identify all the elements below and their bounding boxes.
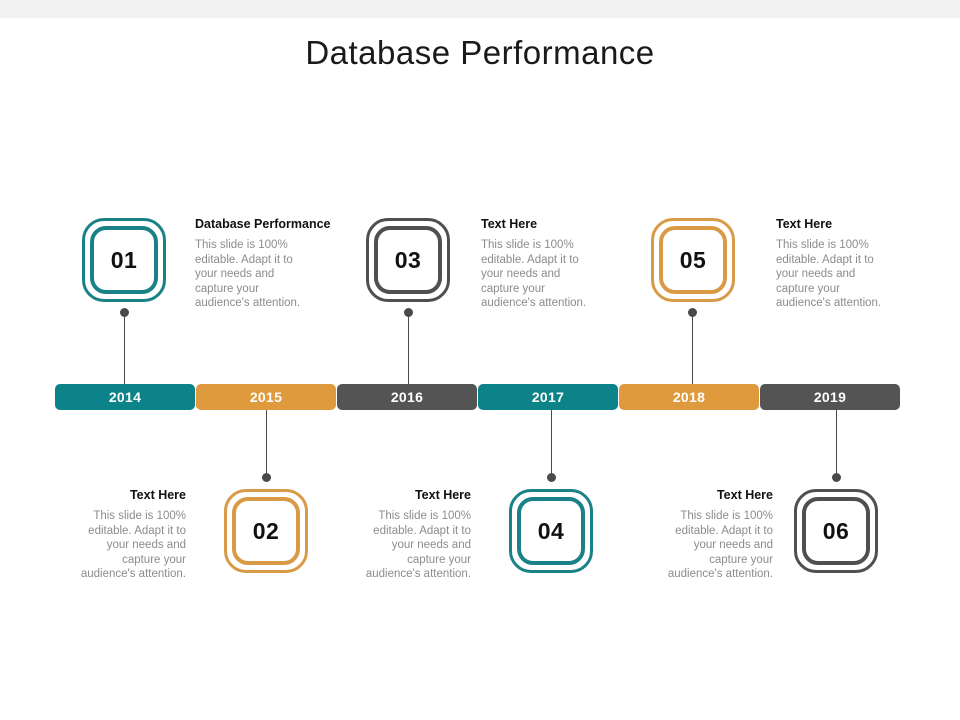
text-block-heading-05: Text Here (776, 217, 833, 231)
connector-line-02 (266, 410, 267, 475)
connector-dot-01 (120, 308, 129, 317)
number-badge-06[interactable]: 06 (794, 489, 878, 573)
connector-line-03 (408, 314, 409, 386)
badge-ring-inner-02 (232, 497, 300, 565)
badge-ring-inner-04 (517, 497, 585, 565)
connector-line-04 (551, 410, 552, 475)
page-title: Database Performance (305, 34, 655, 71)
text-block-body-03: This slide is 100% editable. Adapt it to… (481, 239, 587, 309)
text-block-body-02: This slide is 100% editable. Adapt it to… (80, 510, 186, 580)
text-block-05: Text Here This slide is 100% editable. A… (776, 217, 894, 311)
number-badge-01[interactable]: 01 (82, 218, 166, 302)
badge-ring-inner-05 (659, 226, 727, 294)
connector-dot-02 (262, 473, 271, 482)
text-block-01: Database Performance This slide is 100% … (195, 217, 331, 311)
badge-ring-inner-06 (802, 497, 870, 565)
connector-line-05 (692, 314, 693, 386)
number-badge-03[interactable]: 03 (366, 218, 450, 302)
badge-number-label-01: 01 (110, 246, 138, 273)
year-bar-2015[interactable]: 2015 (196, 384, 336, 410)
badge-number-label-05: 05 (679, 246, 707, 273)
number-badge-05[interactable]: 05 (651, 218, 735, 302)
text-block-03: Text Here This slide is 100% editable. A… (481, 217, 599, 311)
text-block-heading-01: Database Performance (195, 217, 331, 231)
year-bar-2016[interactable]: 2016 (337, 384, 477, 410)
connector-line-06 (836, 410, 837, 475)
year-bar-2018[interactable]: 2018 (619, 384, 759, 410)
connector-dot-05 (688, 308, 697, 317)
top-decorative-band (0, 0, 960, 18)
number-badge-02[interactable]: 02 (224, 489, 308, 573)
timeline-year-bars: 2014 2015 2016 2017 2018 2019 (55, 384, 900, 410)
badge-number-label-02: 02 (252, 517, 280, 544)
connector-line-01 (124, 314, 125, 386)
text-block-body-05: This slide is 100% editable. Adapt it to… (776, 239, 882, 309)
text-block-02: Text Here This slide is 100% editable. A… (68, 488, 186, 582)
text-block-body-01: This slide is 100% editable. Adapt it to… (195, 239, 301, 309)
year-bar-2014[interactable]: 2014 (55, 384, 195, 410)
text-block-heading-03: Text Here (481, 217, 538, 231)
badge-ring-inner-01 (90, 226, 158, 294)
text-block-04: Text Here This slide is 100% editable. A… (353, 488, 471, 582)
text-block-heading-04: Text Here (414, 488, 471, 502)
connector-dot-06 (832, 473, 841, 482)
badge-ring-inner-03 (374, 226, 442, 294)
badge-number-label-03: 03 (394, 246, 422, 273)
badge-number-label-06: 06 (822, 517, 850, 544)
connector-dot-04 (547, 473, 556, 482)
number-badge-04[interactable]: 04 (509, 489, 593, 573)
text-block-06: Text Here This slide is 100% editable. A… (655, 488, 773, 582)
badge-number-label-04: 04 (537, 517, 565, 544)
connector-dot-03 (404, 308, 413, 317)
text-block-body-04: This slide is 100% editable. Adapt it to… (365, 510, 471, 580)
text-block-heading-02: Text Here (129, 488, 186, 502)
year-bar-2017[interactable]: 2017 (478, 384, 618, 410)
text-block-body-06: This slide is 100% editable. Adapt it to… (667, 510, 773, 580)
year-bar-2019[interactable]: 2019 (760, 384, 900, 410)
text-block-heading-06: Text Here (716, 488, 773, 502)
